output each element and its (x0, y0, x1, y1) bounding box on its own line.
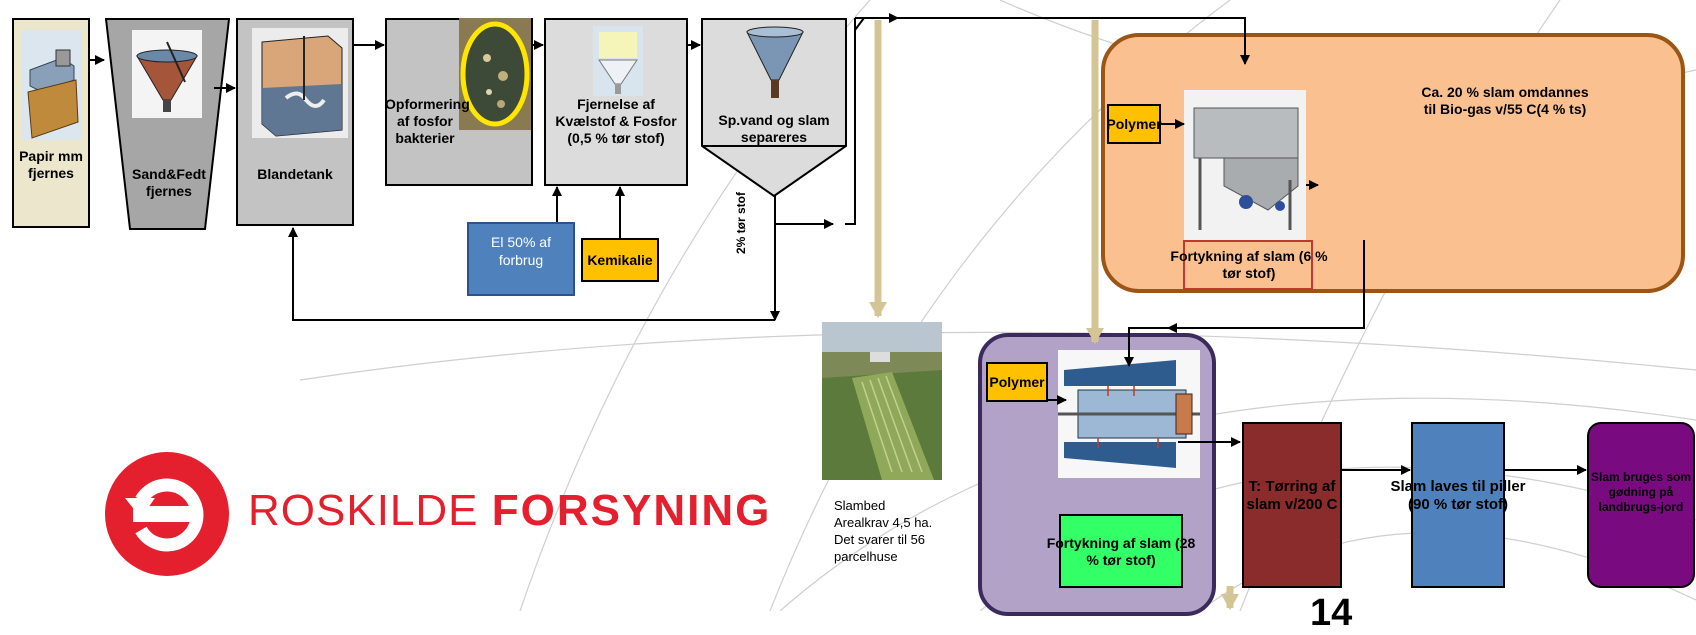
flow-connectors (90, 13, 1587, 610)
sand-label: Sand&Fedt fjernes (132, 166, 206, 199)
biogas-fortykning-label: Fortykning af slam (6 % tør stof) (1170, 248, 1328, 281)
logo-word-forsyning: FORSYNING (491, 486, 772, 535)
goedning-box (1587, 422, 1695, 588)
piller-box (1411, 422, 1505, 588)
el-box (467, 222, 575, 296)
goedning-label: Slam bruges som gødning på landbrugs-jor… (1590, 470, 1692, 514)
papir-label: Papir mm fjernes (19, 148, 83, 181)
kemikalie-label: Kemikalie (587, 252, 653, 268)
centrifuge-polymer-label: Polymer (989, 374, 1045, 390)
bacteria-icon (459, 18, 531, 130)
biogas-polymer-box (1107, 104, 1161, 144)
toerring-box (1242, 422, 1342, 588)
kemikalie-box (581, 238, 659, 282)
slambed-aerial-photo (822, 322, 942, 480)
centrifuge-machine-icon (1058, 350, 1200, 478)
piller-label: Slam laves til piller (90 % tør stof) (1390, 478, 1526, 513)
sand-funnel-shape (105, 18, 230, 230)
toerring-label: T: Tørring af slam v/200 C (1246, 478, 1338, 513)
centrifuge-fortykning-label: Fortykning af slam (28 % tør stof) (1046, 535, 1196, 568)
thickener-machine-icon (1184, 90, 1306, 240)
tank-icon (252, 28, 348, 138)
filter-funnel-icon (593, 26, 643, 96)
logo-text: ROSKILDE FORSYNING (248, 486, 771, 536)
logo-word-roskilde: ROSKILDE (248, 486, 479, 535)
biogas-note: Ca. 20 % slam omdannes til Bio-gas v/55 … (1421, 84, 1589, 117)
slambed-label: Slambed Arealkrav 4,5 ha. Det svarer til… (834, 498, 933, 564)
centrifuge-fortykning-box (1059, 514, 1183, 588)
biogas-fortykning-box (1183, 240, 1313, 290)
fjernelse-label: Fjernelse af Kvælstof & Fosfor (0,5 % tø… (555, 96, 677, 146)
roskilde-forsyning-logo-icon (105, 452, 229, 576)
opformering-label: Opformering af fosfor bakterier (385, 96, 470, 146)
blandetank-label: Blandetank (257, 166, 333, 182)
separering-label: Sp.vand og slam separeres (718, 112, 830, 145)
separator-shape (701, 18, 847, 198)
screen-icon (22, 30, 82, 140)
biogas-polymer-label: Polymer (1106, 116, 1162, 132)
el-label: El 50% af forbrug (491, 234, 551, 268)
centrifuge-polymer-box (986, 362, 1048, 402)
